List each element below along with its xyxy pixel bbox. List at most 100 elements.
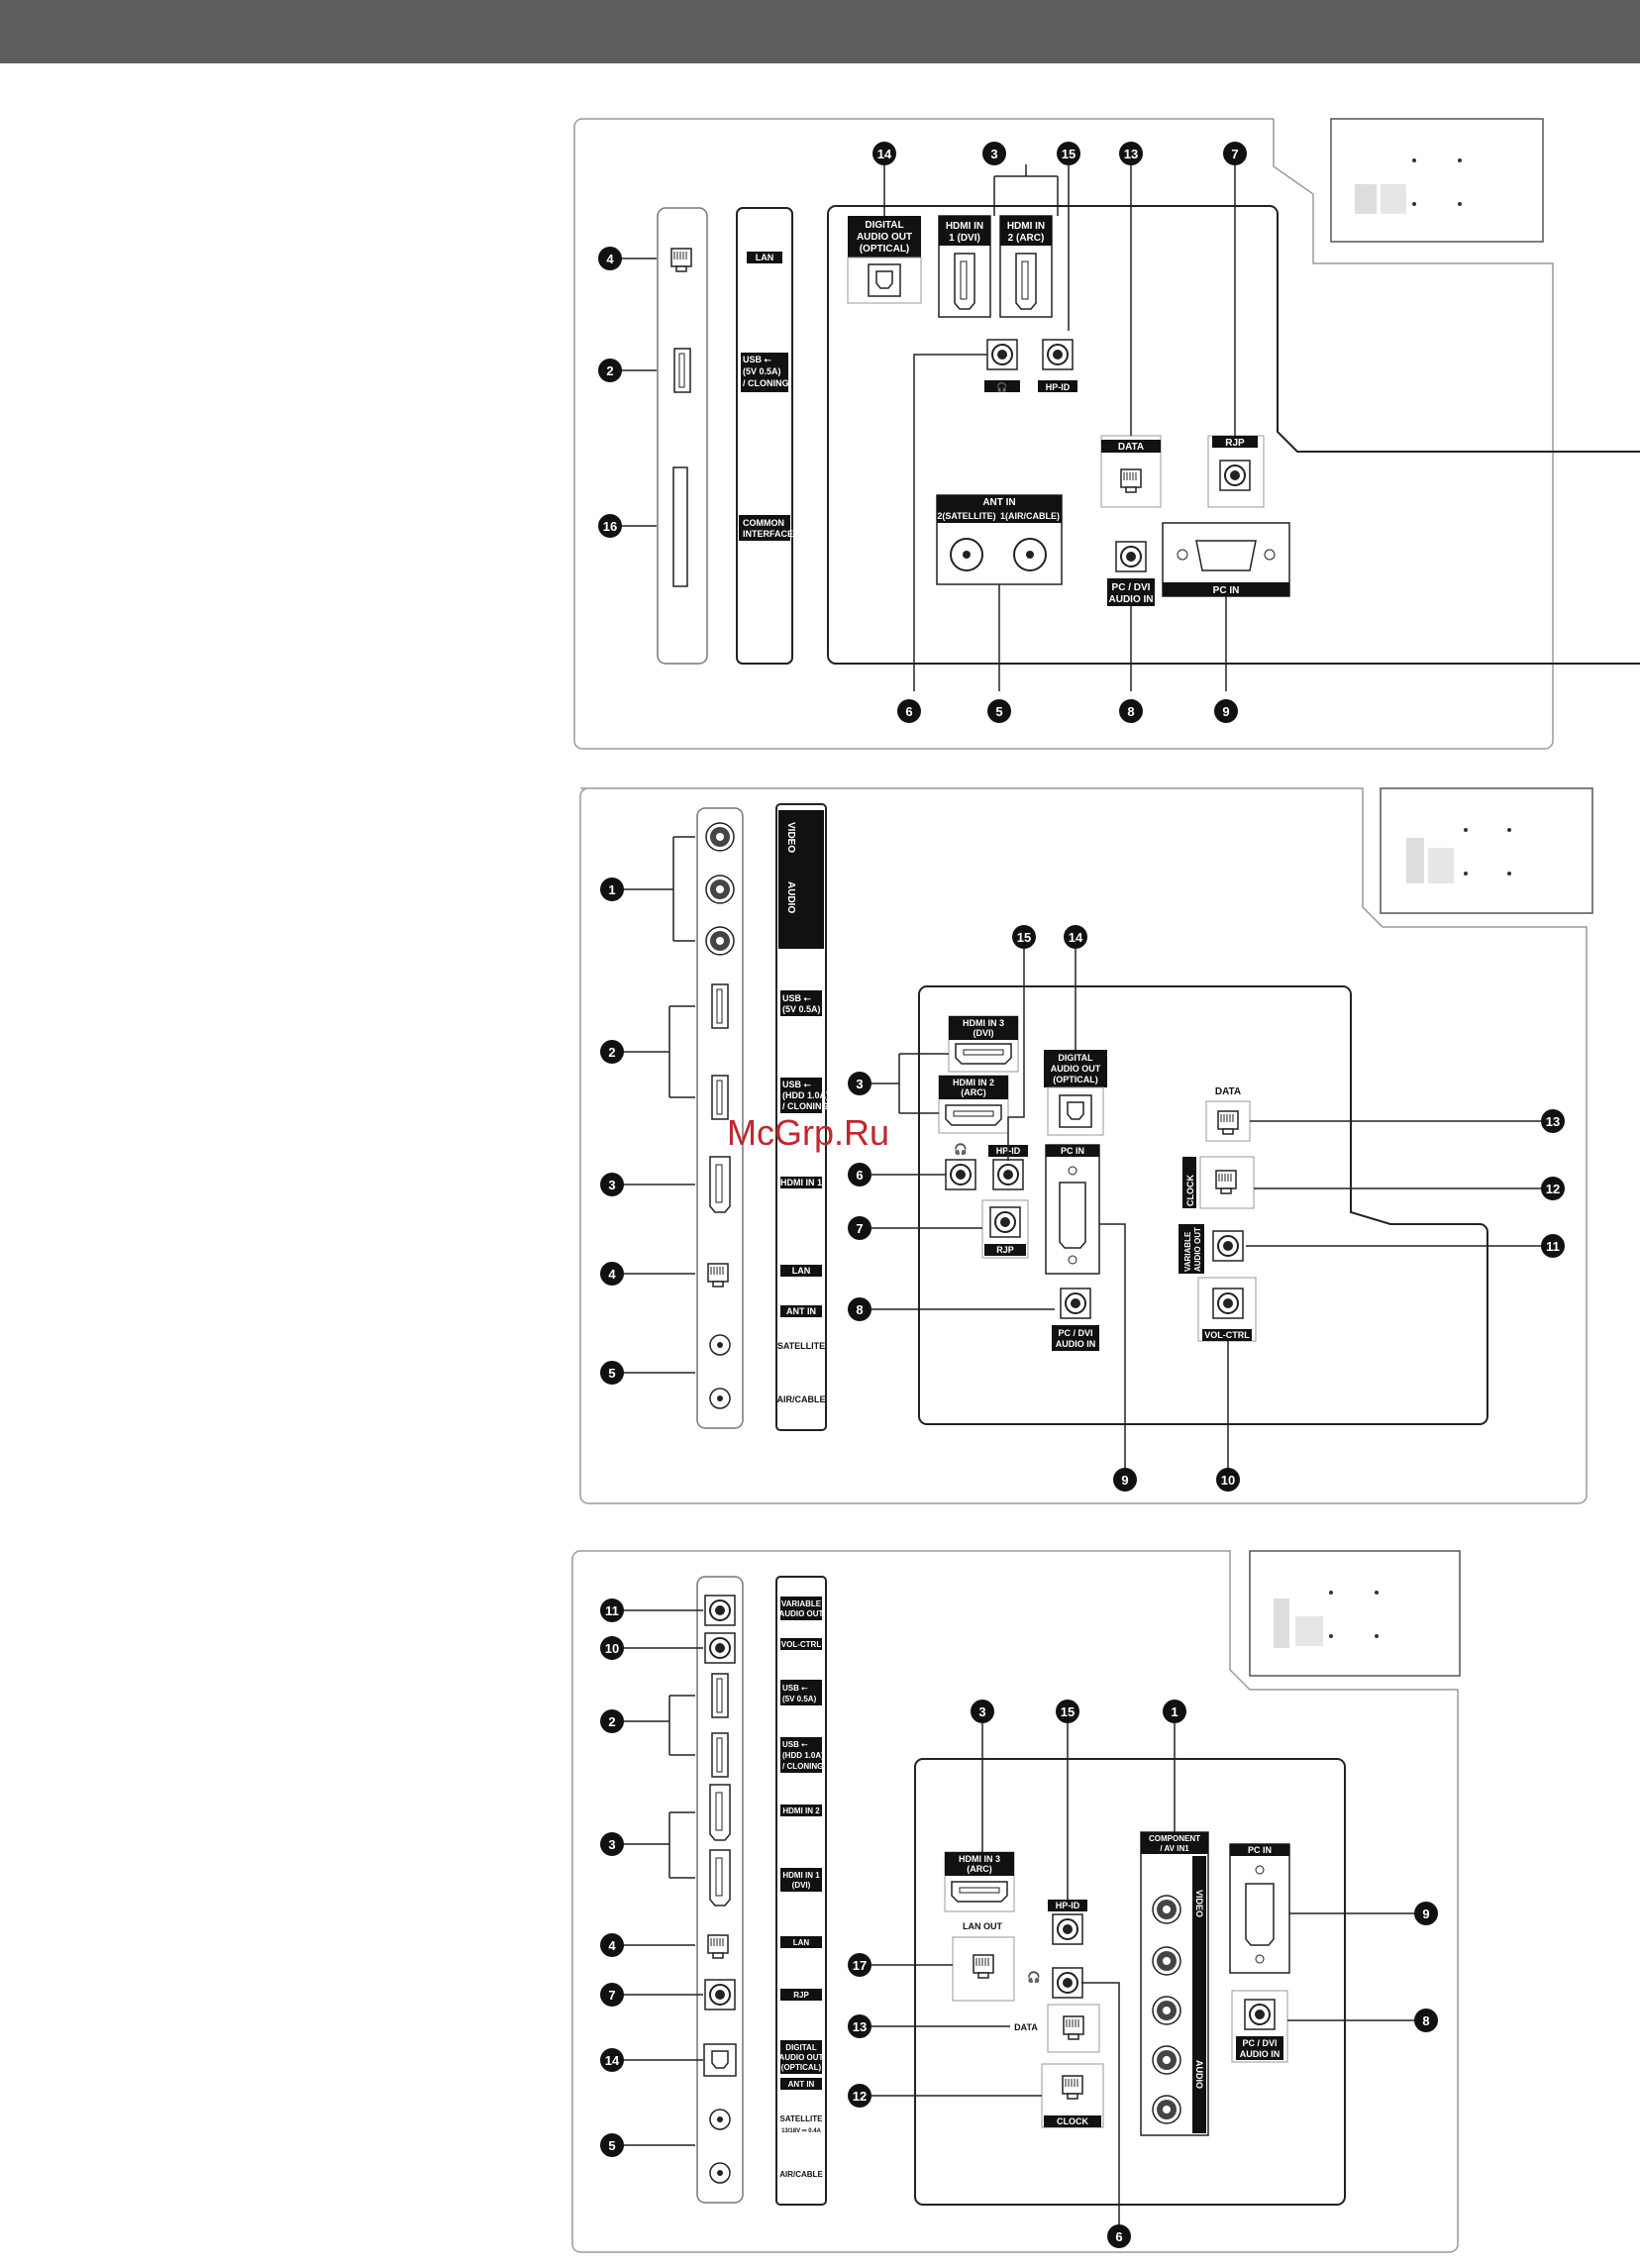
- side-label-variable-audio-out: AUDIO OUT: [779, 1609, 824, 1618]
- side-label-variable: VARIABLE: [781, 1599, 822, 1608]
- label-clock-3: CLOCK: [1057, 2116, 1088, 2126]
- panel-3-callouts: 11 10 2 3 4 7 14 5 3 15 1 17 13 12 6 9 8: [600, 1598, 1438, 2248]
- hp-id-jack-icon: [1042, 339, 1074, 370]
- air-cable-coax-icon: [709, 1388, 731, 1409]
- callout-5: 5: [995, 704, 1002, 719]
- label-optical: (OPTICAL): [860, 244, 910, 255]
- callout-p2-8: 8: [856, 1302, 863, 1317]
- label-pc-dvi-3: PC / DVI: [1242, 2038, 1277, 2048]
- callout-p2-12: 12: [1546, 1182, 1560, 1196]
- side-label-audio: AUDIO: [785, 881, 796, 913]
- side-port-strip: [657, 207, 708, 665]
- vga-port-icon: [1195, 540, 1257, 571]
- hdmi-3-port-icon-3: [951, 1881, 1008, 1903]
- callout-p3-1: 1: [1171, 1704, 1178, 1719]
- label-digital-2: DIGITAL: [1058, 1053, 1093, 1063]
- callout-p2-6: 6: [856, 1168, 863, 1183]
- callout-p3-5: 5: [608, 2138, 615, 2153]
- side-label-usb-1-3: USB ⭠: [782, 1684, 808, 1693]
- label-hdmi-2-arc: (ARC): [961, 1087, 986, 1097]
- usb-port-icon: [673, 348, 691, 393]
- callout-9: 9: [1222, 704, 1229, 719]
- label-component-video: VIDEO: [1194, 1890, 1204, 1917]
- hdmi-3-port-icon: [955, 1043, 1012, 1065]
- callout-p3-9: 9: [1422, 1907, 1429, 1921]
- side-label-optical-3: (OPTICAL): [781, 2063, 822, 2072]
- callout-p3-7: 7: [608, 1988, 615, 2003]
- callout-p2-3b: 3: [856, 1077, 863, 1091]
- label-pc-in-2: PC IN: [1061, 1146, 1084, 1156]
- callout-p3-13: 13: [853, 2019, 867, 2034]
- label-audio-in: AUDIO IN: [1109, 594, 1154, 605]
- side-label-air-cable-3: AIR/CABLE: [779, 2170, 823, 2179]
- hdmi-2-side-port-icon: [709, 1784, 731, 1841]
- callout-p3-3: 3: [608, 1837, 615, 1852]
- headphone-jack-icon-3: [1052, 1967, 1083, 1999]
- label-hdmi-3-arc: (ARC): [967, 1864, 992, 1874]
- side-label-video: VIDEO: [785, 822, 796, 853]
- headphone-icon: 🎧: [954, 1143, 968, 1156]
- label-optical-2: (OPTICAL): [1053, 1075, 1098, 1084]
- side-label-lan-2: LAN: [792, 1266, 811, 1276]
- side-label-usb: USB ⭠: [743, 355, 772, 364]
- callout-p3-2: 2: [608, 1714, 615, 1729]
- side-label-usb-2-cloning-3: / CLONING: [782, 1762, 823, 1771]
- label-pc-dvi-2: PC / DVI: [1058, 1328, 1092, 1338]
- label-hdmi-in-3: HDMI IN 3: [963, 1018, 1004, 1028]
- callout-p2-11: 11: [1546, 1239, 1560, 1254]
- side-label-ant-in: ANT IN: [786, 1306, 816, 1316]
- component-y-rca-icon: [1152, 1895, 1181, 1924]
- panel-2-diagram: VIDEO AUDIO AV IN USB ⭠ (5V 0.5A) USB ⭠ …: [579, 787, 1593, 1504]
- satellite-coax-icon: [709, 1334, 731, 1356]
- common-interface-slot-icon: [672, 466, 688, 587]
- label-rjp-2: RJP: [996, 1245, 1014, 1255]
- label-hdmi-3-dvi: (DVI): [974, 1028, 994, 1038]
- label-headphone: 🎧: [996, 381, 1007, 392]
- callout-p3-14: 14: [605, 2053, 620, 2068]
- variable-audio-jack-icon: [1212, 1230, 1244, 1262]
- label-clock: CLOCK: [1185, 1175, 1195, 1206]
- callout-p3-6: 6: [1115, 2229, 1122, 2244]
- callout-p2-10: 10: [1221, 1473, 1235, 1488]
- label-component-audio: AUDIO: [1194, 2060, 1204, 2089]
- side-label-vol-ctrl: VOL-CTRL: [781, 1640, 822, 1649]
- callout-7: 7: [1231, 147, 1238, 161]
- side-label-strip: [736, 207, 793, 665]
- side-label-usb-1-spec: (5V 0.5A): [782, 1004, 821, 1014]
- callout-p3-3b: 3: [978, 1704, 985, 1719]
- label-rjp: RJP: [1225, 438, 1245, 449]
- side-label-air-cable: AIR/CABLE: [777, 1394, 826, 1404]
- label-hdmi-in-1: HDMI IN: [946, 221, 983, 232]
- hdmi-1-port-icon: [954, 253, 975, 310]
- label-audio-out: AUDIO OUT: [857, 232, 912, 243]
- optical-port-icon-2: [1059, 1094, 1092, 1128]
- label-vol-ctrl: VOL-CTRL: [1204, 1330, 1250, 1340]
- usb-1-port-icon-3: [711, 1673, 729, 1718]
- hp-id-jack-icon-2: [992, 1159, 1024, 1190]
- side-label-usb-spec: (5V 0.5A): [743, 366, 781, 376]
- label-ant-satellite: 2(SATELLITE): [937, 511, 995, 521]
- callout-3: 3: [990, 147, 997, 161]
- rjp-jack-icon: [1219, 460, 1251, 491]
- callout-p2-7: 7: [856, 1221, 863, 1236]
- callout-4: 4: [606, 252, 614, 266]
- label-pc-dvi: PC / DVI: [1112, 582, 1151, 593]
- side-label-satellite-3: SATELLITE: [780, 2114, 824, 2123]
- headphone-jack-icon-2: [945, 1159, 976, 1190]
- rear-panel-outline-2: [918, 985, 1488, 1425]
- audio-r-rca-icon-3: [1152, 2095, 1181, 2124]
- label-hdmi-in-2: HDMI IN: [1007, 221, 1045, 232]
- callout-13: 13: [1124, 147, 1138, 161]
- headphone-jack-icon: [986, 339, 1018, 370]
- side-label-lan: LAN: [756, 253, 774, 262]
- callout-p3-10: 10: [605, 1641, 619, 1656]
- callout-p3-11: 11: [605, 1603, 619, 1618]
- video-rca-icon: [705, 822, 735, 852]
- rear-panel-outline-3: [914, 1758, 1346, 2206]
- panel-3-diagram: VARIABLE AUDIO OUT VOL-CTRL USB ⭠ (5V 0.…: [571, 1550, 1461, 2253]
- callout-p3-12: 12: [853, 2089, 867, 2104]
- label-digital: DIGITAL: [865, 220, 903, 231]
- callout-6: 6: [905, 704, 912, 719]
- label-hdmi-1-dvi: 1 (DVI): [949, 233, 980, 244]
- side-label-satellite: SATELLITE: [777, 1341, 825, 1351]
